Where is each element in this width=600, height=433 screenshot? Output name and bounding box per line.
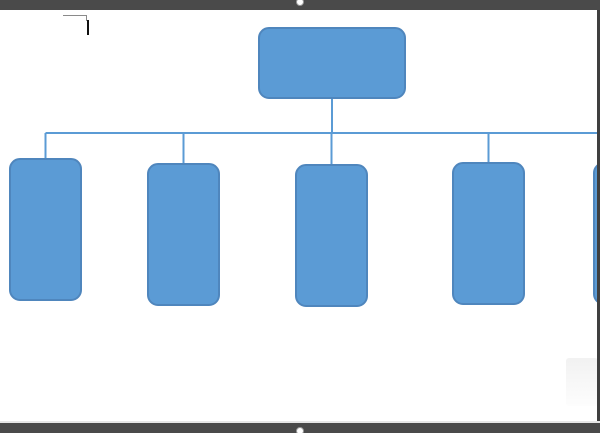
- org-chart-child-box-3[interactable]: [295, 164, 368, 307]
- top-resize-handle-icon[interactable]: [296, 0, 304, 6]
- bottom-frame-highlight: [0, 421, 600, 423]
- org-chart-child-box-1-shape[interactable]: [9, 158, 82, 301]
- org-chart-child-box-2[interactable]: [147, 163, 220, 306]
- org-chart-shapes[interactable]: [9, 27, 600, 307]
- page-margin-corner-vertical: [86, 15, 87, 21]
- org-chart-child-box-4[interactable]: [452, 162, 525, 305]
- org-chart-root-box-shape[interactable]: [258, 27, 406, 99]
- bottom-resize-handle-icon[interactable]: [296, 427, 304, 433]
- connector-lines: [44, 98, 600, 165]
- org-chart-root-box[interactable]: [258, 27, 406, 99]
- org-chart-child-box-2-shape[interactable]: [147, 163, 220, 306]
- org-chart-child-box-1[interactable]: [9, 158, 82, 301]
- page-margin-corner-icon: [63, 15, 86, 16]
- right-window-edge: [597, 10, 600, 421]
- text-caret-icon: [87, 20, 89, 35]
- org-chart-child-box-3-shape[interactable]: [295, 164, 368, 307]
- org-chart-child-box-4-shape[interactable]: [452, 162, 525, 305]
- faint-watermark: [566, 358, 598, 406]
